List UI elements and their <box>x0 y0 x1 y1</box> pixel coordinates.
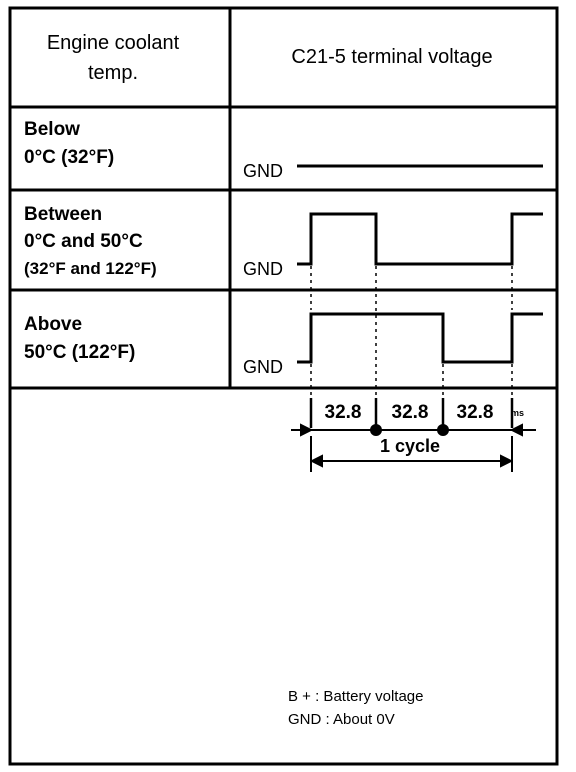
waveform-row2 <box>297 212 543 266</box>
header-col1-line2: temp. <box>88 62 138 84</box>
legend-gnd: GND : About 0V <box>288 711 395 728</box>
row1-line1: Below <box>24 119 80 140</box>
arrow-left-head <box>300 423 314 437</box>
timing-seg1: 32.8 <box>325 402 362 423</box>
outer-border <box>8 6 559 766</box>
cycle-arrow-left <box>309 454 323 468</box>
row2-line1: Between <box>24 204 102 225</box>
timing-seg2: 32.8 <box>392 402 429 423</box>
gnd-label-row3: GND <box>243 357 283 377</box>
legend-bplus: B + : Battery voltage <box>288 688 424 705</box>
timing-unit: ms <box>511 408 524 418</box>
junction-dot-2 <box>437 424 449 436</box>
cycle-label: 1 cycle <box>380 436 440 456</box>
junction-dot-1 <box>370 424 382 436</box>
cycle-label-bg <box>368 437 454 457</box>
row3-line2: 50°C (122°F) <box>24 342 135 363</box>
timing-seg3: 32.8 <box>457 402 494 423</box>
row2-line3: (32°F and 122°F) <box>24 259 157 278</box>
arrow-right-head <box>509 423 523 437</box>
gnd-label-row2: GND <box>243 259 283 279</box>
waveform-row3 <box>297 312 543 364</box>
table-frame <box>8 6 559 766</box>
cycle-arrow-right <box>500 454 514 468</box>
header-col1-line1: Engine coolant <box>47 32 180 54</box>
row3-line1: Above <box>24 314 82 335</box>
header-col2: C21-5 terminal voltage <box>291 46 492 68</box>
row2-line2: 0°C and 50°C <box>24 231 143 252</box>
gnd-label-row1: GND <box>243 161 283 181</box>
row1-line2: 0°C (32°F) <box>24 147 114 168</box>
